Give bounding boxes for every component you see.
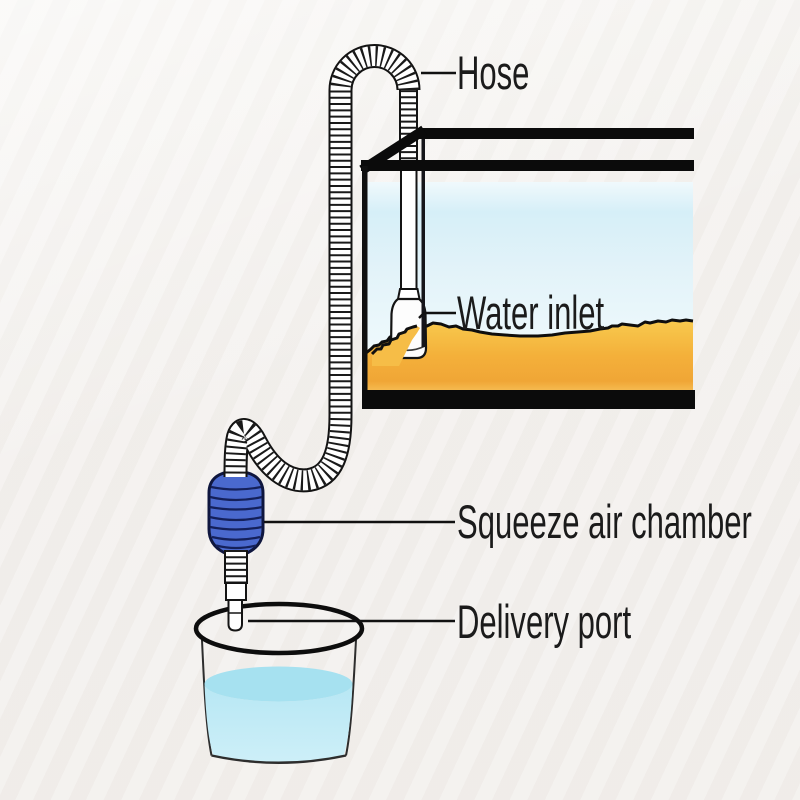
hose-label: Hose bbox=[457, 46, 530, 99]
tank-back-edge bbox=[421, 137, 425, 347]
leader-lines bbox=[248, 71, 456, 623]
bucket-right-wall bbox=[345, 639, 357, 756]
bucket-left-wall bbox=[201, 639, 213, 756]
tank-back-rim bbox=[417, 128, 694, 139]
tank-front-rim bbox=[361, 160, 694, 171]
squeeze-air-chamber-label: Squeeze air chamber bbox=[457, 495, 752, 548]
squeeze-chamber-body bbox=[207, 469, 265, 558]
inlet-collar bbox=[396, 288, 421, 300]
tank-frame bbox=[359, 125, 695, 409]
hose bbox=[223, 44, 421, 601]
bucket-water bbox=[204, 684, 353, 763]
inlet-tube bbox=[400, 169, 418, 290]
chamber-ribs bbox=[209, 485, 263, 550]
water-inlet-assembly bbox=[370, 137, 428, 366]
outlet-collar bbox=[225, 582, 247, 601]
water-inlet-label: Water inlet bbox=[457, 286, 605, 339]
tank-left-wall bbox=[362, 166, 368, 392]
delivery-port-label: Delivery port bbox=[457, 595, 632, 648]
sand-mound bbox=[372, 326, 420, 366]
bucket-water-surface bbox=[204, 666, 353, 702]
tank-sand bbox=[366, 320, 693, 392]
squeeze-air-chamber bbox=[207, 469, 265, 558]
tank-base bbox=[362, 390, 695, 409]
delivery-port-tube bbox=[227, 599, 243, 632]
bucket bbox=[193, 599, 365, 764]
bucket-bottom bbox=[211, 754, 347, 764]
bucket-rim bbox=[193, 601, 365, 656]
water-inlet-leader-line bbox=[418, 311, 456, 319]
sand-mound-outline bbox=[370, 324, 418, 356]
